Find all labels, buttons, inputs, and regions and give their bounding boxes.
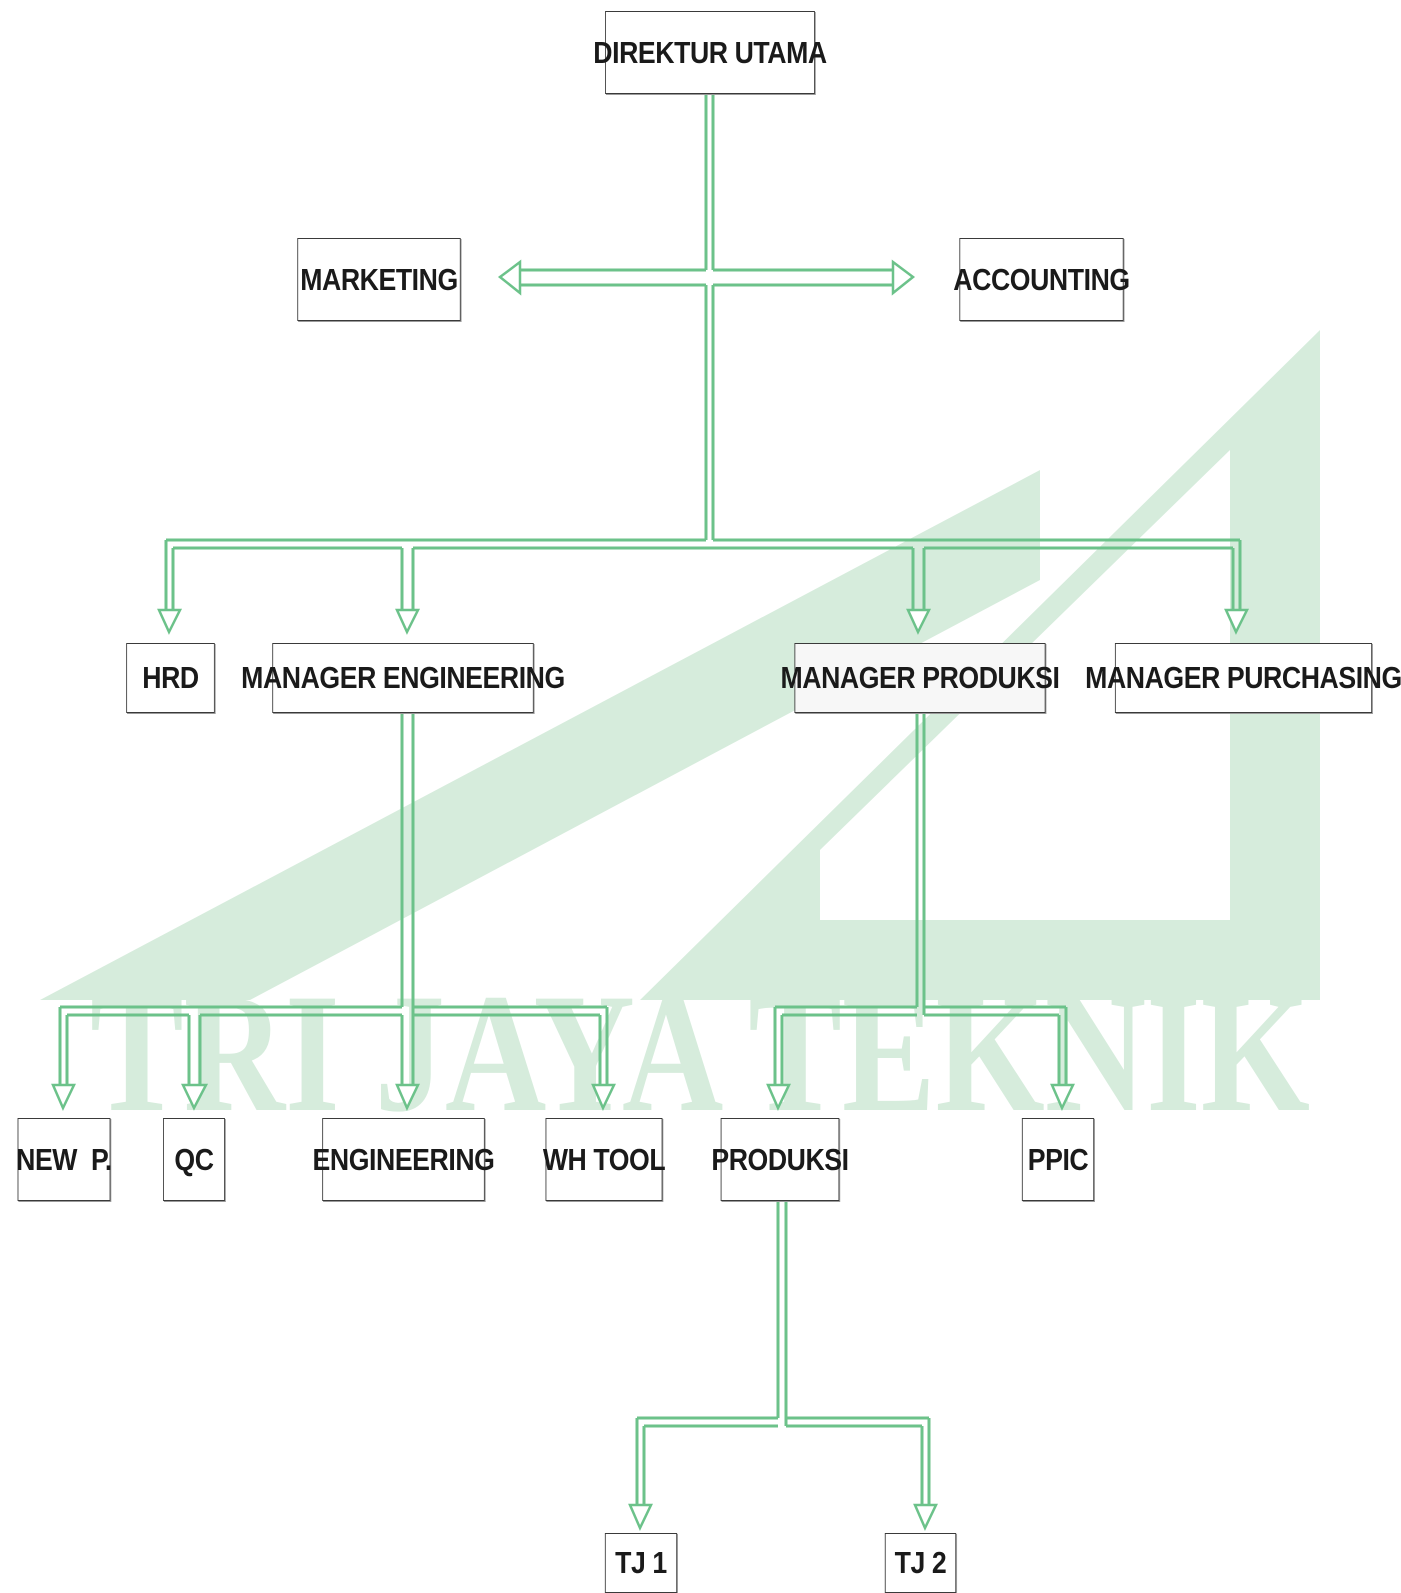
node-manager-produksi: MANAGER PRODUKSI: [781, 643, 1060, 713]
node-ppic: PPIC: [1021, 1118, 1095, 1201]
node-engineering: ENGINEERING: [313, 1118, 495, 1201]
trunk-line: [704, 94, 715, 540]
node-new-p: NEW P.: [16, 1118, 112, 1201]
staff-line: [520, 268, 893, 287]
arrow-marketing: [497, 259, 522, 296]
connector-lines: [58, 94, 1242, 1505]
node-manager-engineering: MANAGER ENGINEERING: [241, 643, 565, 713]
node-hrd: HRD: [126, 643, 215, 713]
arrow-accounting: [891, 259, 916, 296]
node-manager-purchasing: MANAGER PURCHASING: [1085, 643, 1401, 713]
node-wh-tool: WH TOOL: [543, 1118, 666, 1201]
node-qc: QC: [163, 1118, 225, 1201]
division-bar: [166, 538, 1240, 550]
arrowheads: [51, 259, 1250, 1532]
node-tj1: TJ 1: [604, 1533, 678, 1593]
node-produksi: PRODUKSI: [711, 1118, 849, 1201]
node-accounting: ACCOUNTING: [953, 238, 1130, 321]
node-marketing: MARKETING: [297, 238, 461, 321]
watermark-text: TRI JAYA TEKNIK: [90, 959, 1310, 1147]
node-tj2: TJ 2: [884, 1533, 957, 1593]
node-direktur-utama: DIREKTUR UTAMA: [593, 11, 827, 94]
